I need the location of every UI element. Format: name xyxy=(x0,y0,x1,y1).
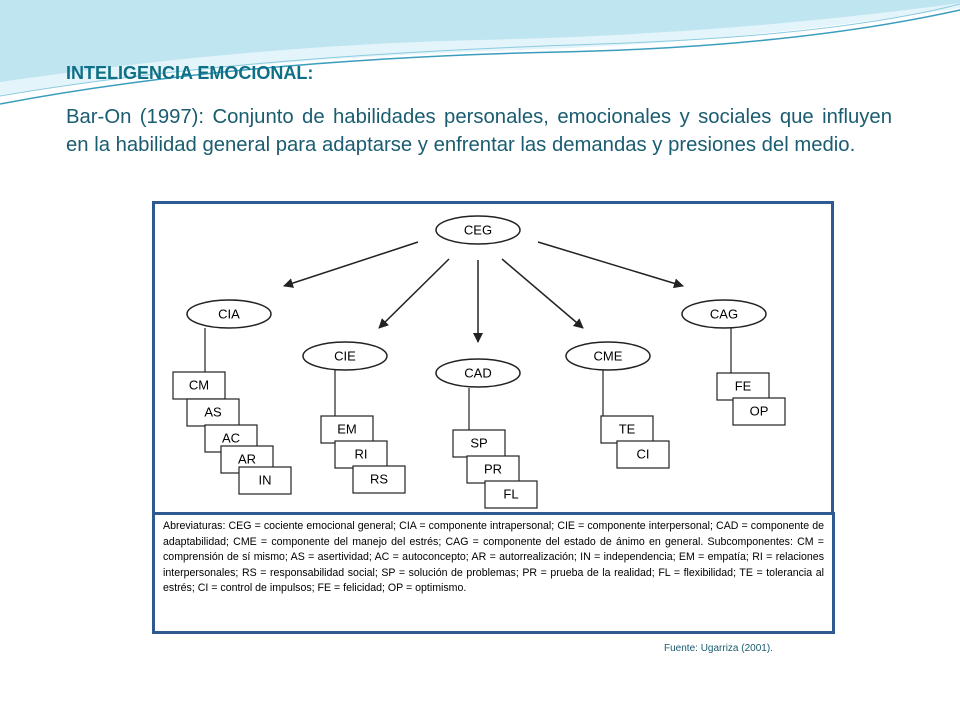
component-node-cag: CAG xyxy=(681,299,767,376)
subcomponent-box-in: IN xyxy=(238,466,292,495)
svg-text:AC: AC xyxy=(222,430,240,445)
subcomponent-box-op: OP xyxy=(732,397,786,426)
slide-title: INTELIGENCIA EMOCIONAL: xyxy=(66,63,314,83)
svg-text:SP: SP xyxy=(470,435,487,450)
subcomponent-stack-cie: EM RI RS xyxy=(320,415,406,494)
subcomponent-box-rs: RS xyxy=(352,465,406,494)
subcomponent-box-ri: RI xyxy=(334,440,388,469)
subcomponent-box-fe: FE xyxy=(716,372,770,401)
component-label: CIA xyxy=(218,306,240,321)
subcomponent-box-as: AS xyxy=(186,398,240,427)
svg-text:AR: AR xyxy=(238,451,256,466)
component-node-cme: CME xyxy=(565,341,651,428)
subcomponent-box-sp: SP xyxy=(452,429,506,458)
svg-text:CM: CM xyxy=(189,377,209,392)
root-node-ceg: CEG xyxy=(435,215,521,245)
component-node-cie: CIE xyxy=(302,341,388,429)
slide-body-text: Bar-On (1997): Conjunto de habilidades p… xyxy=(66,106,892,156)
component-node-cia: CIA xyxy=(173,299,272,381)
subcomponent-stack-cag: FE OP xyxy=(716,372,786,426)
svg-text:IN: IN xyxy=(259,472,272,487)
abbreviations-box: Abreviaturas: CEG = cociente emocional g… xyxy=(152,512,835,634)
component-label: CME xyxy=(594,348,623,363)
subcomponent-stack-cad: SP PR FL xyxy=(452,429,538,509)
root-node-label: CEG xyxy=(464,222,492,237)
diagram-arrows xyxy=(283,241,684,343)
svg-text:TE: TE xyxy=(619,421,636,436)
background-waves xyxy=(0,0,960,105)
component-label: CAG xyxy=(710,306,738,321)
svg-text:RI: RI xyxy=(355,446,368,461)
svg-text:EM: EM xyxy=(337,421,357,436)
svg-text:OP: OP xyxy=(750,403,769,418)
svg-text:RS: RS xyxy=(370,471,388,486)
subcomponent-box-fl: FL xyxy=(484,480,538,509)
svg-text:FL: FL xyxy=(503,486,518,501)
component-node-cad: CAD xyxy=(435,358,521,445)
subcomponent-box-cm: CM xyxy=(172,371,226,400)
component-label: CIE xyxy=(334,348,356,363)
bar-on-model-diagram: CEG CIA CM AS AC AR IN CIE EM RI RS xyxy=(152,201,834,516)
svg-text:FE: FE xyxy=(735,378,752,393)
svg-text:AS: AS xyxy=(204,404,222,419)
source-citation: Fuente: Ugarriza (2001). xyxy=(664,643,773,654)
svg-text:CI: CI xyxy=(637,446,650,461)
subcomponent-box-pr: PR xyxy=(466,455,520,484)
subcomponent-box-em: EM xyxy=(320,415,374,444)
subcomponent-stack-cia: CM AS AC AR IN xyxy=(172,371,292,495)
subcomponent-stack-cme: TE CI xyxy=(600,415,670,469)
svg-text:PR: PR xyxy=(484,461,502,476)
subcomponent-box-ci: CI xyxy=(616,440,670,469)
subcomponent-box-te: TE xyxy=(600,415,654,444)
component-label: CAD xyxy=(464,365,491,380)
